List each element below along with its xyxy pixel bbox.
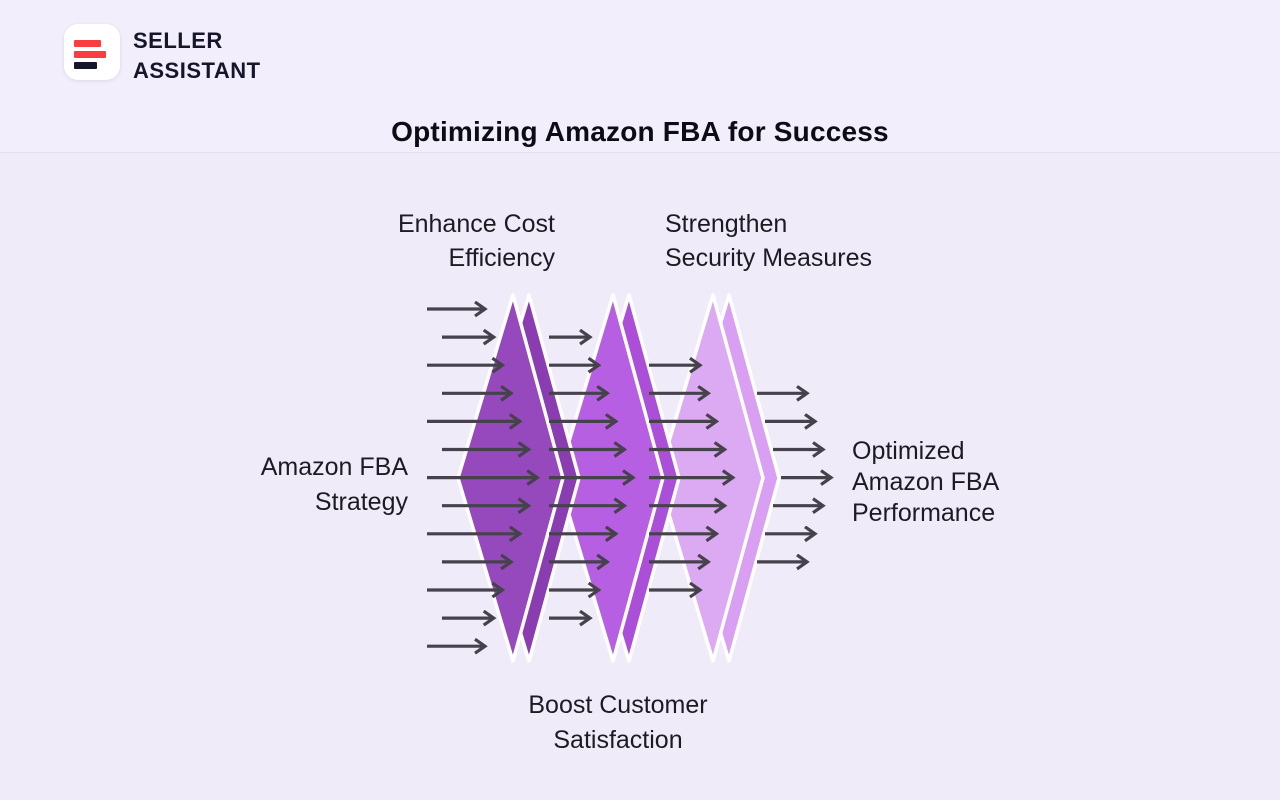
label-line: Amazon FBA — [260, 453, 408, 481]
label-line: Enhance Cost — [397, 210, 555, 238]
brand-name-line2: ASSISTANT — [133, 58, 261, 83]
page-title: Optimizing Amazon FBA for Success — [391, 116, 889, 147]
logo-bar-icon — [74, 62, 97, 69]
brand-name-line1: SELLER — [133, 28, 223, 53]
label-line: Security Measures — [665, 244, 873, 272]
logo-bar-icon — [74, 51, 106, 58]
label-line: Efficiency — [448, 244, 555, 272]
label-line: Strengthen — [665, 210, 788, 238]
label-line: Optimized — [852, 437, 965, 465]
brand-logo — [64, 24, 120, 80]
label-line: Satisfaction — [553, 726, 683, 754]
label-line: Boost Customer — [528, 691, 708, 719]
label-enhance-cost-efficiency: Enhance Cost Efficiency — [398, 207, 555, 275]
label-line: Amazon FBA — [852, 468, 1000, 496]
label-amazon-fba-strategy: Amazon FBA Strategy — [261, 450, 408, 520]
label-boost-customer-satisfaction: Boost Customer Satisfaction — [528, 688, 707, 758]
label-strengthen-security-measures: Strengthen Security Measures — [665, 207, 872, 275]
brand-name: SELLER ASSISTANT — [133, 26, 261, 86]
logo-bar-icon — [74, 40, 101, 47]
label-line: Performance — [852, 499, 996, 527]
label-line: Strategy — [314, 488, 408, 516]
header-band — [0, 0, 1280, 153]
label-optimized-amazon-fba-performance: Optimized Amazon FBA Performance — [852, 436, 999, 529]
